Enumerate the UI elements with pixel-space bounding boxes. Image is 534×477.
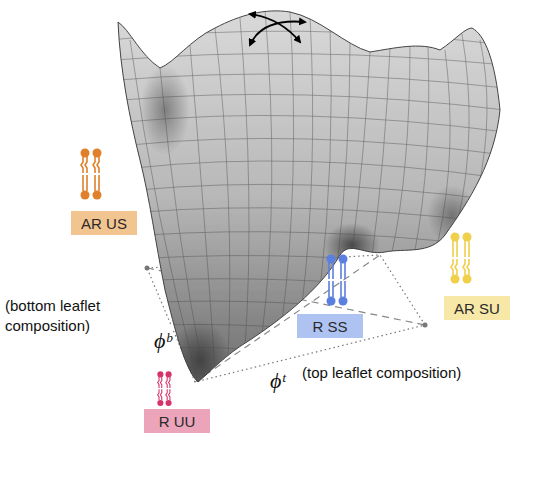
state-tag: R UU [144,409,210,433]
state-label: R SS [312,318,347,335]
lipid-icon [157,371,171,406]
fluctuation-arrows [250,14,305,45]
lipid-icon [451,233,472,284]
axis-symbol: ϕᵇ [152,326,173,356]
state-label: AR SU [454,300,500,317]
state-tag: AR US [71,211,137,235]
state-tag: AR SU [444,296,510,320]
axis-symbol: ϕᵗ [268,366,287,396]
state-label: R UU [159,413,196,430]
axis-label: (top leaflet composition) [300,363,463,383]
free-energy-surface [110,10,505,400]
lipid-icon [327,255,348,306]
axis-label: (bottom leaflet composition) [3,296,129,337]
state-label: AR US [81,215,127,232]
state-tag: R SS [297,314,363,338]
lipid-icon [81,149,102,200]
